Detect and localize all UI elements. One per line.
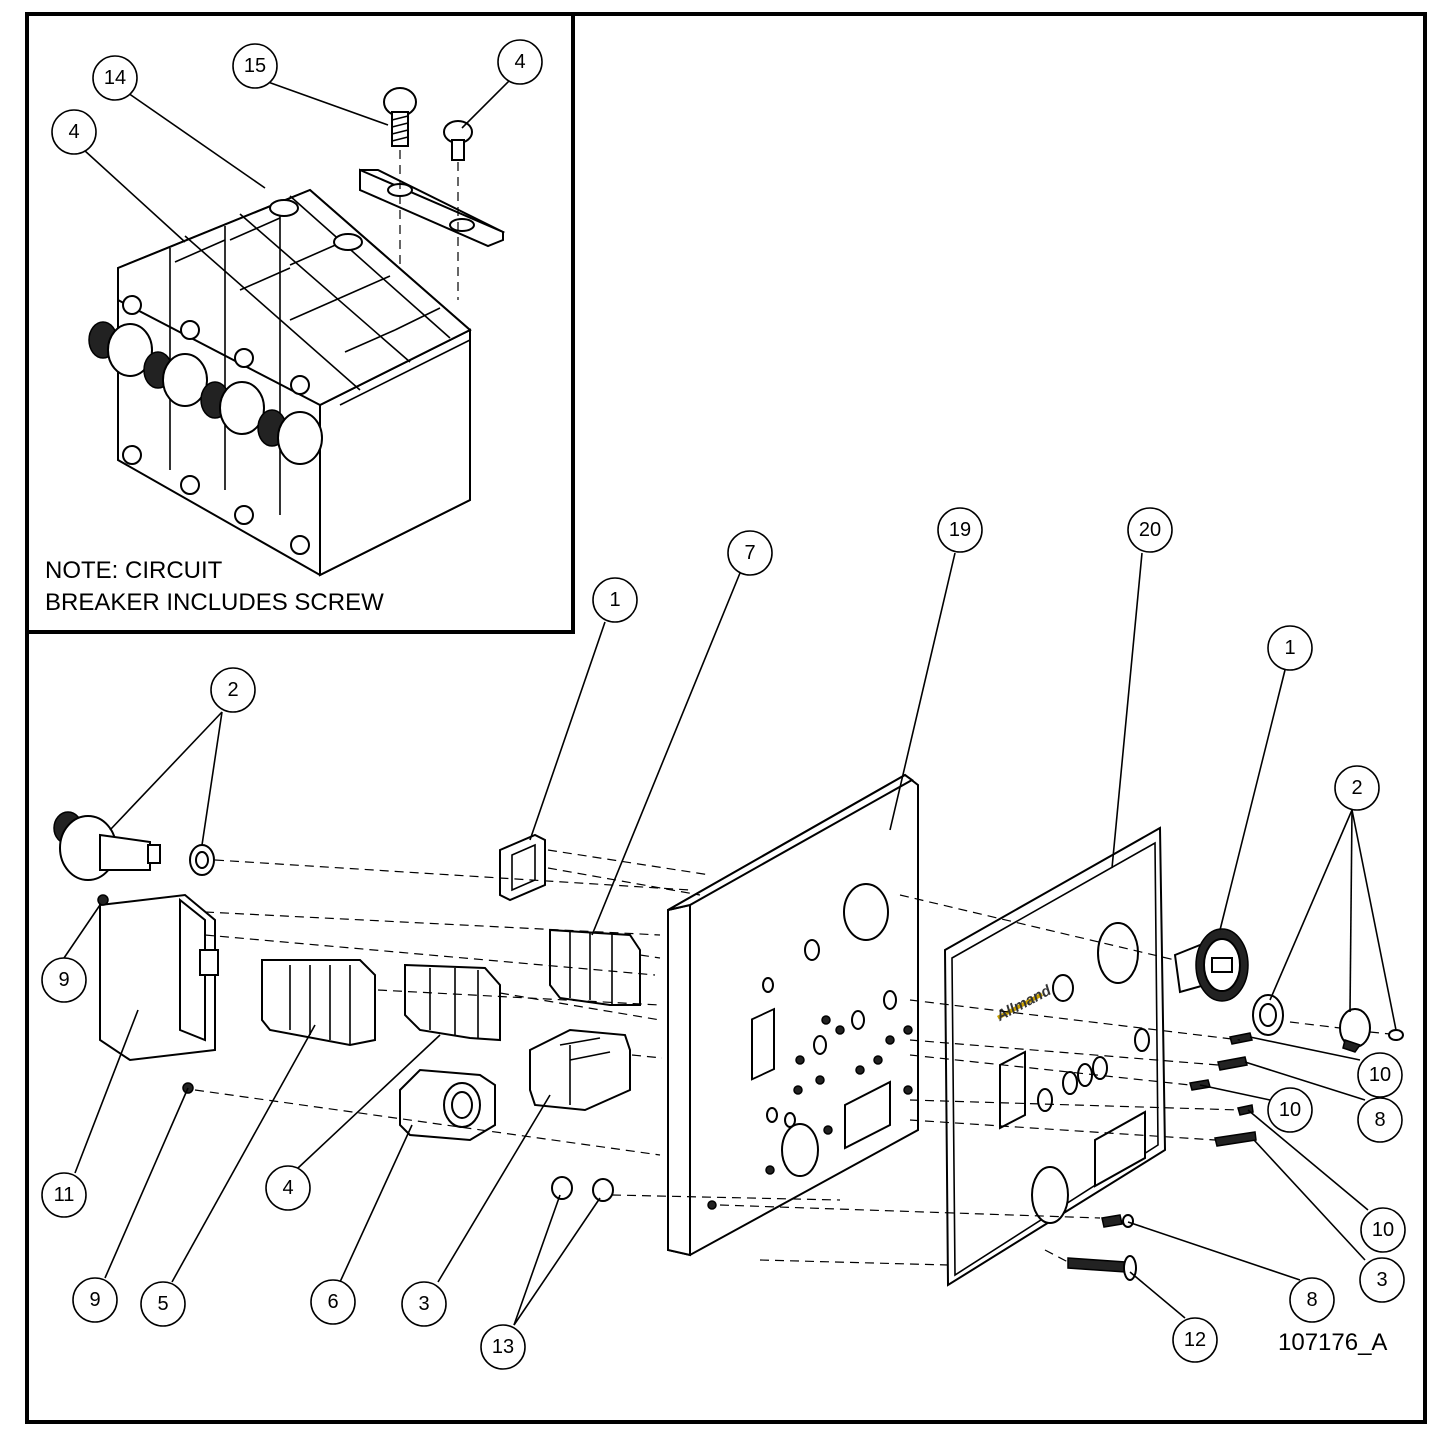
brand-underline: [996, 992, 1044, 1020]
svg-text:5: 5: [157, 1293, 168, 1315]
callout-9-upper: 9: [41, 957, 87, 1003]
svg-text:3: 3: [1376, 1269, 1387, 1291]
svg-text:1: 1: [1284, 637, 1295, 659]
outer-frame: [25, 12, 1427, 1424]
callout-3-right: 3: [1359, 1257, 1405, 1303]
svg-text:6: 6: [327, 1291, 338, 1313]
decal-panel-20: Allmand: [943, 826, 1167, 1287]
callout-19: 19: [937, 507, 983, 553]
callout-8-lower: 8: [1289, 1277, 1335, 1323]
callout-10-middle: 10: [1267, 1087, 1313, 1133]
callout-3-left: 3: [401, 1281, 447, 1327]
figure-id: 107176_A: [1278, 1329, 1387, 1356]
control-panel-19: [667, 773, 919, 1257]
callout-5: 5: [140, 1281, 186, 1327]
svg-text:4: 4: [68, 121, 79, 143]
svg-text:9: 9: [89, 1289, 100, 1311]
svg-text:13: 13: [492, 1336, 514, 1358]
callout-11: 11: [41, 1172, 87, 1218]
inset-note-line1: NOTE: CIRCUIT: [45, 557, 223, 584]
svg-text:4: 4: [514, 51, 525, 73]
assembly-lines: [194, 849, 1391, 1266]
callout-6: 6: [310, 1279, 356, 1325]
svg-text:10: 10: [1279, 1099, 1301, 1121]
callout-1-left: 1: [592, 577, 638, 623]
inset-note-line2: BREAKER INCLUDES SCREW: [45, 589, 384, 616]
inset-frame: [25, 12, 575, 634]
callout-4-inset-left: 4: [51, 109, 97, 155]
svg-text:10: 10: [1369, 1064, 1391, 1086]
svg-text:1: 1: [609, 589, 620, 611]
left-components: [53, 811, 641, 1202]
callout-14: 14: [92, 55, 138, 101]
callout-9-lower: 9: [72, 1277, 118, 1323]
svg-text:12: 12: [1184, 1329, 1206, 1351]
svg-text:7: 7: [744, 542, 755, 564]
callout-7: 7: [727, 530, 773, 576]
callout-13: 13: [480, 1324, 526, 1370]
callout-20: 20: [1127, 507, 1173, 553]
svg-text:3: 3: [418, 1293, 429, 1315]
callout-2-right: 2: [1334, 765, 1380, 811]
leader-lines: [63, 77, 1397, 1326]
svg-text:2: 2: [1351, 777, 1362, 799]
inset-breaker-stack: [88, 87, 506, 577]
callout-10-upper: 10: [1357, 1052, 1403, 1098]
svg-text:14: 14: [104, 67, 126, 89]
svg-text:4: 4: [282, 1177, 293, 1199]
svg-text:11: 11: [54, 1184, 75, 1206]
callout-2-left: 2: [210, 667, 256, 713]
callout-1-right: 1: [1267, 625, 1313, 671]
callout-10-lower: 10: [1360, 1207, 1406, 1253]
svg-text:10: 10: [1372, 1219, 1394, 1241]
svg-text:9: 9: [58, 969, 69, 991]
svg-text:20: 20: [1139, 519, 1161, 541]
right-components: [1067, 928, 1404, 1281]
svg-text:8: 8: [1374, 1109, 1385, 1131]
callout-15: 15: [232, 43, 278, 89]
svg-text:19: 19: [949, 519, 971, 541]
svg-text:2: 2: [227, 679, 238, 701]
callout-8-upper: 8: [1357, 1097, 1403, 1143]
callout-12: 12: [1172, 1317, 1218, 1363]
svg-text:8: 8: [1306, 1289, 1317, 1311]
callout-4-inset-top: 4: [497, 39, 543, 85]
callout-4-main: 4: [265, 1165, 311, 1211]
svg-text:15: 15: [244, 55, 266, 77]
